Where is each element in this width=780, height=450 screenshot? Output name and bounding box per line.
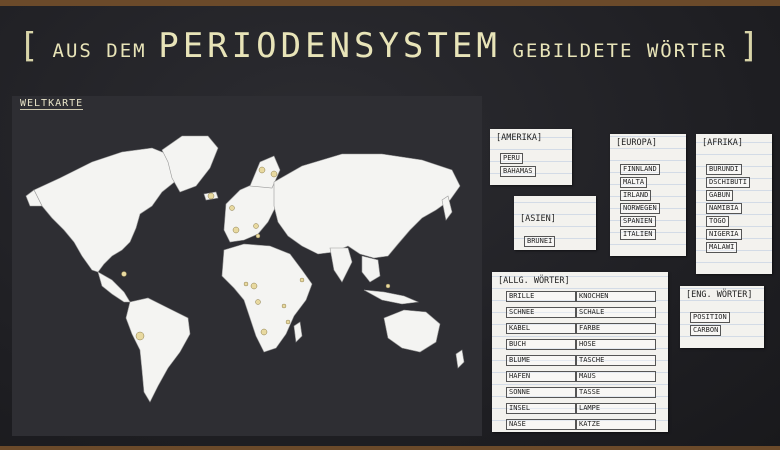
central-america-shape — [97, 271, 131, 303]
highlight-iceland — [207, 192, 215, 200]
card-allg-heading: [ALLG. WÖRTER] — [498, 276, 570, 286]
word-afrika-1: BURUNDI — [706, 164, 742, 175]
word-engl-2: CARBON — [690, 325, 722, 336]
word-allg-14: TASSE — [576, 387, 656, 398]
word-afrika-3: GABUN — [706, 190, 734, 201]
highlight-peru — [135, 331, 145, 341]
greenland-shape — [161, 135, 219, 193]
word-allg-1: BRILLE — [506, 291, 576, 302]
highlight-malta — [255, 233, 261, 239]
world-map — [25, 135, 465, 403]
india-shape — [329, 247, 353, 283]
word-allg-17: NASE — [506, 419, 576, 430]
word-asien-1: BRUNEI — [524, 236, 556, 247]
card-engl: [ENG. WÖRTER] POSITION CARBON — [680, 286, 764, 348]
page-title: [ AUS DEM PERIODENSYSTEM GEBILDETE WÖRTE… — [0, 26, 780, 66]
card-afrika-heading: [AFRIKA] — [702, 138, 743, 148]
highlight-brunei — [385, 283, 391, 289]
word-europa-2: MALTA — [620, 177, 648, 188]
highlight-malawi — [285, 319, 291, 325]
indonesia-shape — [363, 289, 420, 305]
title-part-periodensystem: PERIODENSYSTEM — [158, 26, 501, 66]
japan-shape — [441, 195, 453, 221]
highlight-gabon — [255, 299, 261, 305]
word-afrika-4: NAMIBIA — [706, 203, 742, 214]
blackboard: [ AUS DEM PERIODENSYSTEM GEBILDETE WÖRTE… — [0, 6, 780, 446]
word-allg-7: BUCH — [506, 339, 576, 350]
card-asien-heading: [ASIEN] — [520, 214, 556, 224]
highlight-italy — [253, 223, 259, 229]
south-america-shape — [125, 297, 191, 403]
word-allg-4: SCHALE — [576, 307, 656, 318]
scandinavia-shape — [249, 155, 281, 189]
card-amerika-heading: [AMERIKA] — [496, 133, 543, 143]
card-amerika: [AMERIKA] PERU BAHAMAS — [490, 129, 572, 185]
new-zealand-shape — [455, 349, 465, 369]
word-allg-10: TASCHE — [576, 355, 656, 366]
card-allg: [ALLG. WÖRTER] BRILLE KNOCHEN SCHNEE SCH… — [492, 272, 668, 432]
europe-shape — [223, 181, 281, 243]
card-asien: [ASIEN] BRUNEI — [514, 196, 596, 250]
word-allg-6: FARBE — [576, 323, 656, 334]
card-afrika: [AFRIKA] BURUNDI DSCHIBUTI GABUN NAMIBIA… — [696, 134, 772, 274]
word-allg-11: HAFEN — [506, 371, 576, 382]
title-close-bracket: ] — [739, 26, 762, 66]
word-amerika-2: BAHAMAS — [500, 166, 536, 177]
highlight-bahamas — [121, 271, 127, 277]
highlight-nigeria — [250, 282, 258, 290]
highlight-namibia — [260, 328, 268, 336]
card-europa-heading: [EUROPA] — [616, 138, 657, 148]
word-afrika-7: MALAWI — [706, 242, 738, 253]
north-america-shape — [33, 147, 183, 273]
madagascar-shape — [293, 321, 303, 343]
world-map-panel: WELTKARTE — [12, 96, 482, 436]
highlight-burundi — [281, 303, 287, 309]
asia-shape — [273, 153, 461, 259]
highlight-spain — [232, 226, 240, 234]
word-afrika-5: TOGO — [706, 216, 729, 227]
africa-shape — [221, 243, 313, 353]
word-europa-4: NORWEGEN — [620, 203, 660, 214]
word-allg-2: KNOCHEN — [576, 291, 656, 302]
word-allg-16: LAMPE — [576, 403, 656, 414]
word-europa-6: ITALIEN — [620, 229, 656, 240]
word-afrika-6: NIGERIA — [706, 229, 742, 240]
word-allg-12: MAUS — [576, 371, 656, 382]
word-engl-1: POSITION — [690, 312, 730, 323]
word-allg-13: SONNE — [506, 387, 576, 398]
word-afrika-2: DSCHIBUTI — [706, 177, 750, 188]
southeast-asia-shape — [361, 255, 381, 283]
word-allg-9: BLUME — [506, 355, 576, 366]
word-allg-3: SCHNEE — [506, 307, 576, 318]
word-allg-15: INSEL — [506, 403, 576, 414]
highlight-finland — [270, 170, 278, 178]
highlight-djibouti — [299, 277, 305, 283]
word-europa-3: IRLAND — [620, 190, 652, 201]
word-amerika-1: PERU — [500, 153, 523, 164]
title-part-gebildete-woerter: GEBILDETE WÖRTER — [512, 40, 728, 62]
card-engl-heading: [ENG. WÖRTER] — [686, 290, 753, 300]
title-open-bracket: [ — [18, 26, 41, 66]
word-allg-18: KATZE — [576, 419, 656, 430]
alaska-shape — [25, 189, 43, 207]
word-europa-5: SPANIEN — [620, 216, 656, 227]
australia-shape — [383, 309, 441, 353]
title-part-aus-dem: AUS DEM — [52, 40, 147, 62]
card-europa: [EUROPA] FINNLAND MALTA IRLAND NORWEGEN … — [610, 134, 686, 256]
word-allg-8: HOSE — [576, 339, 656, 350]
word-allg-5: KABEL — [506, 323, 576, 334]
highlight-ireland — [229, 205, 235, 211]
map-label: WELTKARTE — [20, 98, 84, 110]
highlight-norway — [258, 166, 266, 174]
word-europa-1: FINNLAND — [620, 164, 660, 175]
highlight-togo — [243, 281, 249, 287]
